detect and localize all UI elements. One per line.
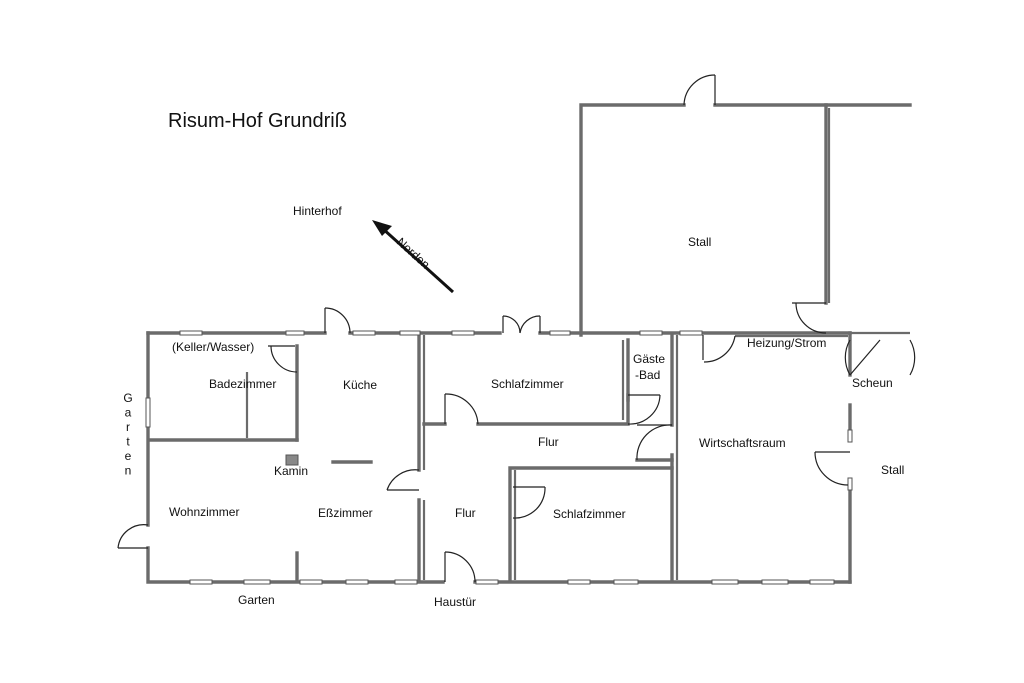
north-arrow-icon xyxy=(372,220,455,294)
label-esszimmer: Eßzimmer xyxy=(318,506,373,520)
label-stall-right: Stall xyxy=(881,463,904,477)
label-wohnzimmer: Wohnzimmer xyxy=(169,505,239,519)
windows xyxy=(145,330,853,585)
label-schlafzimmer-bottom: Schlafzimmer xyxy=(553,507,626,521)
label-gaeste: Gäste xyxy=(633,352,665,366)
label-scheune: Scheun xyxy=(852,376,893,390)
walls xyxy=(146,103,912,584)
label-keller: (Keller/Wasser) xyxy=(172,340,254,354)
label-kueche: Küche xyxy=(343,378,377,392)
label-flur-lower: Flur xyxy=(455,506,476,520)
plan-title: Risum-Hof Grundriß xyxy=(168,110,347,132)
label-bad: -Bad xyxy=(635,368,660,382)
label-wirtschaftsraum: Wirtschaftsraum xyxy=(699,436,786,450)
label-badezimmer: Badezimmer xyxy=(209,377,276,391)
label-heizung: Heizung/Strom xyxy=(747,336,826,350)
label-haustuer: Haustür xyxy=(434,595,476,609)
label-flur-upper: Flur xyxy=(538,435,559,449)
label-stall: Stall xyxy=(688,235,711,249)
label-kamin: Kamin xyxy=(274,464,308,478)
label-garten-bottom: Garten xyxy=(238,593,275,607)
label-schlafzimmer-top: Schlafzimmer xyxy=(491,377,564,391)
hinterhof-label: Hinterhof xyxy=(293,204,342,218)
norden-label: Norden xyxy=(394,235,433,272)
doors xyxy=(117,74,916,583)
